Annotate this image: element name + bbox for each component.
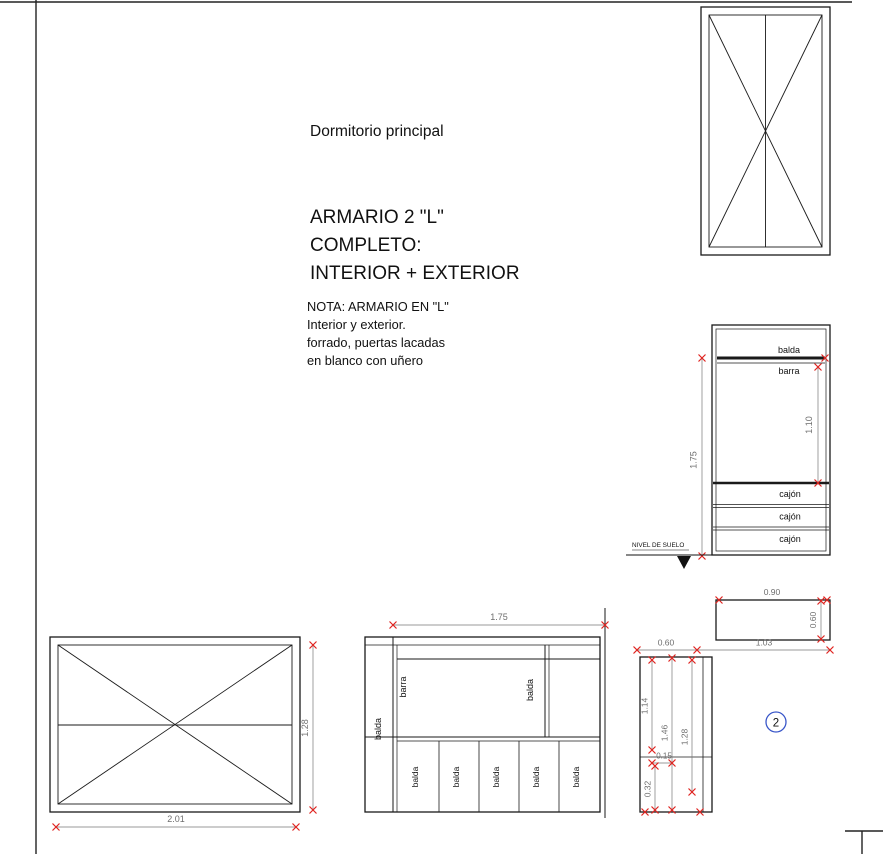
dim-hang-height: 1.10 [804,416,814,434]
main-title-line3: INTERIOR + EXTERIOR [310,263,520,284]
dim-leg-inner: 1.14 [640,697,650,714]
note-line3: forrado, puertas lacadas [307,335,445,350]
plan-side-leg-outline [639,656,713,813]
cabinet-outline [711,324,831,556]
cabinet-inner-outline [715,328,827,552]
dim-leg-mid: 1.28 [680,728,690,745]
shelf-label: balda [778,345,800,355]
interior-front-elevation: 1.75 balda barra balda balda balda balda… [364,608,610,818]
note-line2: Interior y exterior. [307,317,406,332]
dim-interior-width: 1.75 [490,612,508,622]
doors-inner-outline [57,644,293,805]
shelf-label: balda [525,679,535,701]
dim-door-width: 2.01 [167,814,185,824]
callout-number: 2 [773,718,779,730]
bottom-shelf-label-3: balda [491,766,501,787]
dimension-ticks [51,640,318,832]
detail-callout: 2 [765,711,787,733]
dim-bottom-depth: 0.32 [643,780,653,797]
callout-circle [765,711,787,733]
bar-label: barra [778,366,799,376]
room-title: Dormitorio principal [310,123,444,140]
plan-top-leg-outline [715,599,831,641]
note-line4: en blanco con uñero [307,353,423,368]
drawer-label-2: cajón [779,512,801,522]
floor-level-arrow-icon [677,556,691,569]
dim-total-height: 1.75 [689,451,699,469]
dim-top-depth: 0.60 [808,611,818,628]
main-title-line2: COMPLETO: [310,235,422,256]
title-block: Dormitorio principal ARMARIO 2 "L" COMPL… [307,123,520,368]
bottom-shelf-label-1: balda [410,766,420,787]
floor-level-marker: NIVEL DE SUELO [626,542,712,569]
drawer-label-3: cajón [779,534,801,544]
dim-door-height: 1.28 [300,719,310,737]
dim-step: 0.15 [656,752,672,761]
l-plan-view: 0.90 0.60 0.60 1.03 1.14 1.46 1.28 0.15 … [632,587,835,817]
note-line1: NOTA: ARMARIO EN "L" [307,299,449,314]
bottom-shelf-label-4: balda [531,766,541,787]
bottom-shelf-label-5: balda [571,766,581,787]
drawer-label-1: cajón [779,489,801,499]
interior-side-elevation: balda barra cajón cajón cajón 1.10 1.75 … [626,324,831,569]
dimension-ticks [632,595,835,817]
dim-top-width: 0.90 [764,587,781,597]
floor-level-label: NIVEL DE SUELO [632,542,684,549]
door-outline [700,6,831,256]
main-title-line1: ARMARIO 2 "L" [310,207,444,228]
interior-outline [364,636,601,813]
door-front-elevation: 1.28 2.01 [49,636,318,832]
doors-outline [49,636,301,813]
bottom-shelf-label-2: balda [451,766,461,787]
dim-leg-depth: 0.60 [658,638,675,648]
side-shelf-label: balda [373,718,383,740]
dim-top-inner: 1.03 [756,638,773,648]
door-elevation-top [700,6,831,256]
dim-leg-outer: 1.46 [660,724,670,741]
bar-label: barra [398,676,408,697]
dimension-ticks [697,353,830,561]
